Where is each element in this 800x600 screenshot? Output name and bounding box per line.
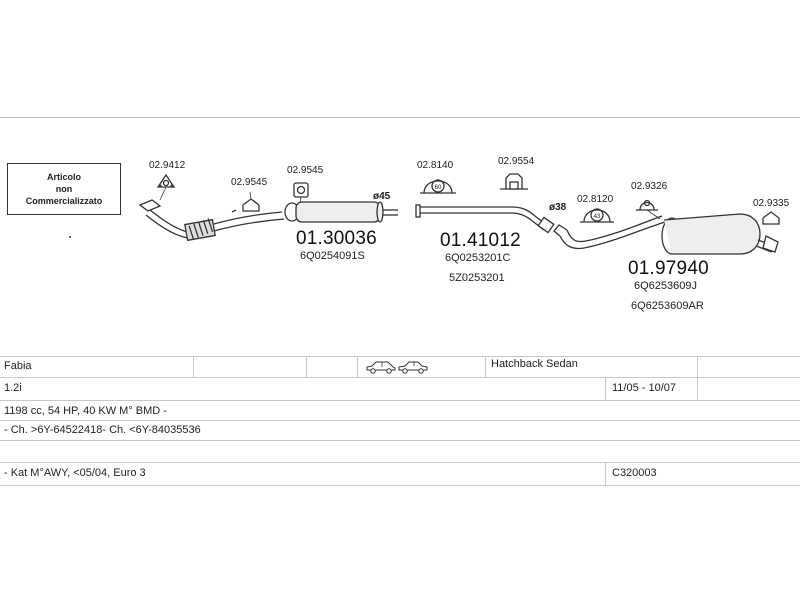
part-code-9545-a: 02.9545: [231, 177, 268, 188]
diameter-label-38: ø38: [549, 202, 567, 213]
table-col-line-2: [306, 356, 307, 378]
sedan-car-icon: [398, 360, 428, 379]
clamp-9545-b-part[interactable]: [293, 182, 309, 198]
section-2-oem-1: 6Q0253201C: [445, 252, 511, 264]
table-row-line-2: [0, 400, 800, 401]
vehicle-specs: 1198 cc, 54 HP, 40 KW M° BMD -: [4, 405, 167, 417]
section-2-oem-2: 5Z0253201: [449, 272, 505, 284]
center-muffler-part[interactable]: [284, 201, 398, 223]
diameter-label-45: ø45: [373, 191, 391, 202]
table-col-line-1: [193, 356, 194, 378]
table-col-line-6: [605, 377, 606, 401]
table-row-line-6: [0, 485, 800, 486]
vehicle-years: 11/05 - 10/07: [612, 382, 677, 394]
part-code-9412: 02.9412: [149, 160, 186, 171]
part-code-9554: 02.9554: [498, 156, 535, 167]
part-code-9326: 02.9326: [631, 181, 668, 192]
gasket-9412-part[interactable]: [156, 173, 176, 188]
table-row-line-5: [0, 462, 800, 463]
note-line-2: non: [55, 184, 73, 194]
section-3-code: 01.97940: [628, 258, 709, 279]
bracket-9326-part[interactable]: [636, 199, 658, 211]
table-col-line-5: [697, 356, 698, 378]
intermediate-pipe-part[interactable]: [415, 204, 555, 234]
mount-8140-part[interactable]: [420, 179, 456, 194]
section-1-code: 01.30036: [296, 228, 377, 249]
reference-code: C320003: [612, 467, 657, 479]
section-1-oem: 6Q0254091S: [300, 250, 365, 262]
part-code-8120: 02.8120: [577, 194, 614, 205]
section-2-code: 01.41012: [440, 230, 521, 251]
stray-dot: [69, 236, 71, 238]
mount-8140-ring-label: 60: [435, 185, 442, 191]
table-col-line-4: [485, 356, 486, 378]
exhaust-system-diagram: 60 43: [69, 173, 780, 255]
table-row-line-1: [0, 377, 800, 378]
vehicle-model: Fabia: [4, 360, 32, 372]
table-col-line-3: [357, 356, 358, 378]
mount-8120-ring-label: 43: [594, 214, 601, 220]
part-code-8140: 02.8140: [417, 160, 454, 171]
not-commercialized-note: Articolo non Commercializzato: [7, 163, 121, 215]
rear-muffler-part[interactable]: [553, 213, 779, 255]
table-col-line-8: [605, 462, 606, 485]
part-code-9335: 02.9335: [753, 198, 790, 209]
top-divider: [0, 117, 800, 118]
section-3-oem-2: 6Q6253609AR: [631, 300, 704, 312]
table-top-line: [0, 356, 800, 357]
part-code-9545-b: 02.9545: [287, 165, 324, 176]
clamp-9545-a-part[interactable]: [231, 198, 260, 213]
vehicle-body-type: Hatchback Sedan: [491, 358, 578, 370]
hatchback-car-icon: [366, 360, 396, 379]
table-row-line-4: [0, 440, 800, 441]
clamp-9335-part[interactable]: [762, 211, 780, 225]
mount-8120-part[interactable]: [580, 208, 614, 223]
note-line-3: Commercializzato: [25, 196, 103, 206]
vehicle-chassis: - Ch. >6Y-64522418- Ch. <6Y-84035536: [4, 424, 201, 436]
section-3-oem-1: 6Q6253609J: [634, 280, 697, 292]
front-pipe-part[interactable]: [138, 199, 285, 242]
clamp-9554-part[interactable]: [500, 173, 528, 190]
table-col-line-7: [697, 377, 698, 401]
table-row-line-3: [0, 420, 800, 421]
note-line-1: Articolo: [46, 172, 81, 182]
vehicle-catalyst: - Kat M°AWY, <05/04, Euro 3: [4, 467, 146, 479]
vehicle-engine: 1.2i: [4, 382, 22, 394]
